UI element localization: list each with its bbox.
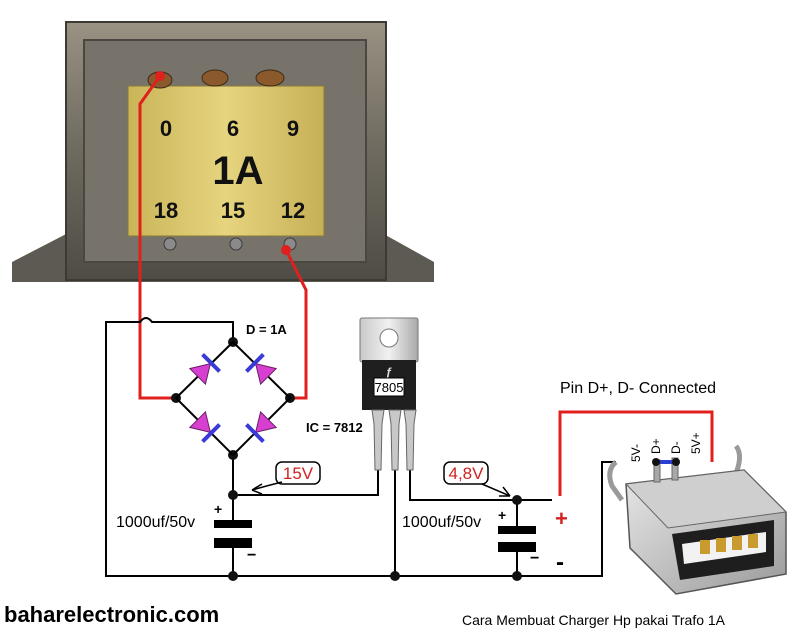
wire-bridge-negative (105, 317, 616, 577)
arrow-48v-icon (481, 483, 511, 497)
output-minus-sign: - (556, 549, 564, 576)
cap-right-plus: + (498, 507, 506, 523)
usb-label-5vminus: 5V- (629, 444, 643, 462)
usb-contacts (700, 534, 758, 554)
transformer-coil (127, 85, 325, 237)
usb-label-5vplus: 5V+ (689, 432, 703, 454)
voltage-15v-label: 15V (283, 464, 314, 483)
red-wire-usb-dplus (558, 410, 714, 496)
tap-label-15: 15 (221, 198, 245, 223)
diode-bottom-right (245, 410, 278, 443)
voltage-48v-label: 4,8V (449, 464, 485, 483)
regulator-marking-box (373, 377, 405, 397)
output-plus-sign: + (555, 506, 568, 531)
regulator-mount-hole (379, 328, 399, 348)
cap-right-minus: − (530, 550, 539, 567)
coil-windings-bottom (163, 237, 297, 251)
tap-label-0: 0 (160, 116, 172, 141)
red-wires (138, 75, 714, 496)
bridge-outline (174, 340, 292, 457)
red-wire-end-top (155, 71, 165, 81)
site-name: baharelectronic.com (4, 602, 219, 627)
usb-socket: 5V- D+ D- 5V+ (607, 432, 788, 595)
arrow-15v-icon (251, 481, 283, 495)
capacitor-right: + − (498, 507, 539, 567)
callout-15v: 15V (251, 461, 321, 495)
tap-label-18: 18 (154, 198, 178, 223)
caption: Cara Membuat Charger Hp pakai Trafo 1A (462, 612, 726, 628)
usb-label-dminus: D- (669, 441, 683, 454)
diode-bottom-left (188, 410, 221, 443)
regulator-part-number: 7805 (375, 380, 404, 395)
voltage-regulator: ƒ 7805 (359, 317, 419, 471)
cap-left-minus: − (247, 547, 256, 564)
bridge-rectifier (174, 340, 292, 457)
tap-label-9: 9 (287, 116, 299, 141)
wire-bridge-output (232, 455, 379, 496)
diode-rating-label: D = 1A (246, 322, 287, 337)
diode-top-left (188, 353, 221, 386)
ic-7812-label: IC = 7812 (306, 420, 363, 435)
tap-label-6: 6 (227, 116, 239, 141)
callout-48v: 4,8V (443, 461, 511, 497)
usb-pin-5vminus (607, 460, 625, 502)
usb-jumper-dot-left (652, 458, 660, 466)
regulator-pins (371, 409, 417, 471)
tap-label-12: 12 (281, 198, 305, 223)
wire-ic-output (409, 470, 552, 501)
red-wire-tap0 (138, 75, 176, 400)
usb-label-dplus: D+ (649, 438, 663, 454)
regulator-logo-icon: ƒ (386, 365, 393, 379)
red-wire-tap12 (284, 249, 308, 400)
diode-top-right (245, 353, 278, 386)
usb-jumper-dot-right (672, 458, 680, 466)
cap-right-value: 1000uf/50v (402, 514, 481, 531)
pin-note: Pin D+, D- Connected (560, 380, 716, 397)
cap-left-value: 1000uf/50v (116, 514, 195, 531)
transformer-rating: 1A (212, 149, 263, 193)
usb-shell-top (624, 469, 788, 529)
red-wire-end-bottom (281, 245, 291, 255)
transformer: 0 6 9 1A 18 15 12 (12, 21, 434, 282)
cap-left-plus: + (214, 501, 222, 517)
capacitor-left: + − (214, 501, 256, 564)
